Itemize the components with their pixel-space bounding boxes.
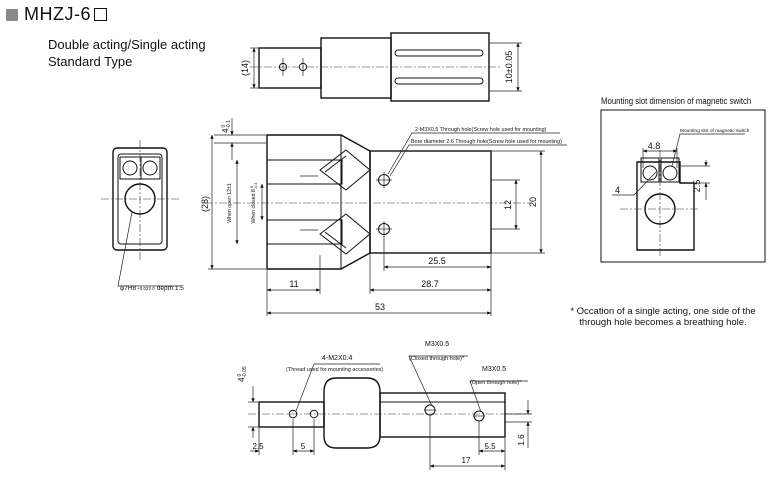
slot-dim-4: 4 — [615, 185, 620, 195]
thread-callout: 4-M2X0.4 — [322, 355, 352, 362]
bottom-dim-2-5: 2.5 — [252, 442, 264, 451]
front-dim-20: 20 — [528, 197, 538, 207]
front-dim-12: 12 — [503, 200, 513, 210]
top-view: (14) 10±0.05 — [240, 32, 522, 102]
note-line-2: through hole becomes a breathing hole. — [579, 317, 747, 328]
page-title: MHZJ-6 — [6, 4, 107, 25]
front-dim-25-5: 25.5 — [428, 256, 446, 266]
front-view-body — [369, 150, 492, 254]
bottom-view-body — [379, 392, 506, 438]
when-closed-label: When closed 80-0.4 — [250, 183, 258, 224]
bore-leader — [117, 211, 133, 287]
side-view-small-circle-left — [122, 160, 138, 176]
callout-leader-1 — [387, 132, 560, 175]
thread-hole-2 — [309, 409, 319, 419]
finger-upper — [266, 159, 343, 185]
open-note: (Open through hole)* — [470, 380, 522, 386]
bottom-dim-5: 5 — [301, 442, 306, 451]
bottom-dim-1-6: 1.6 — [517, 434, 526, 446]
m3-closed: M3X0.5 — [425, 341, 449, 348]
front-dim-28-7: 28.7 — [421, 279, 439, 289]
mounting-slot-title: Mounting slot dimension of magnetic swit… — [601, 96, 752, 107]
callout-2: Bore diameter 2.6 Through hole(Screw hol… — [411, 139, 562, 145]
slot-dim-4-8: 4.8 — [648, 141, 661, 151]
bottom-dim-17: 17 — [462, 456, 471, 465]
slot-body — [636, 161, 695, 251]
top-view-slot-upper — [394, 49, 484, 57]
slot-circle-right — [662, 165, 678, 181]
callout-leader-2 — [389, 144, 567, 177]
thread-hole-1 — [288, 409, 298, 419]
closed-leader — [408, 355, 468, 407]
side-view-small-circle-right — [142, 160, 158, 176]
m3-open: M3X0.5 — [482, 366, 506, 373]
top-view-slot-lower — [394, 77, 484, 85]
bottom-view: 40-0.05 4-M2X0.4 (Thread used for mounti… — [237, 341, 532, 470]
thread-note: (Thread used for mounting accessories) — [286, 367, 383, 373]
subtitle-line-2: Standard Type — [48, 54, 133, 69]
slot-inner-leader — [671, 133, 745, 167]
slot-channel-right — [660, 157, 680, 183]
mounting-slot-panel: 4.8 4 2.5 Mounting slot of magnetic swit… — [600, 109, 766, 263]
mounting-slot-frame — [600, 109, 766, 263]
when-open-label: When open 12±1 — [227, 183, 233, 223]
bottom-dim-4: 40-0.05 — [237, 366, 248, 382]
slot-inner-label: Mounting slot of magnetic switch — [680, 128, 750, 134]
front-dim-28: (28) — [200, 196, 210, 212]
side-view-slot-right — [140, 156, 161, 180]
bottom-view-collar — [323, 377, 381, 449]
front-view-head — [266, 134, 371, 270]
slot-dim-2-5: 2.5 — [692, 180, 702, 193]
variant-box-icon — [94, 8, 107, 21]
open-leader — [469, 380, 528, 413]
top-view-jaw — [258, 47, 322, 89]
front-dim-4: 40-0.1 — [221, 120, 232, 133]
dim-14: (14) — [240, 60, 250, 76]
bullet-square-icon — [6, 8, 18, 21]
note-line-1: * Occation of a single acting, one side … — [570, 306, 756, 317]
slot-circle-left — [642, 165, 658, 181]
single-acting-note: * Occation of a single acting, one side … — [552, 306, 774, 328]
finger-lower — [266, 219, 343, 245]
slot-channel-left — [640, 157, 660, 183]
slot-dim-4-leader — [612, 171, 657, 196]
wedge-lower — [319, 213, 371, 255]
dim-10: 10±0.05 — [504, 51, 514, 83]
front-dim-11: 11 — [289, 279, 298, 289]
closed-note: (Closed through hole)* — [409, 356, 465, 362]
model-name: MHZJ-6 — [24, 4, 91, 24]
callout-1: 2-M3X0.5 Through hole(Screw hole used fo… — [415, 127, 547, 133]
front-dim-53: 53 — [375, 302, 385, 312]
subtitle-line-1: Double acting/Single acting — [48, 37, 206, 52]
top-view-collar — [320, 37, 392, 99]
bottom-dim-5-5: 5.5 — [484, 442, 496, 451]
thread-leader — [295, 363, 380, 412]
wedge-upper — [319, 149, 371, 191]
front-view: 40-0.1 (28) When open 12±1 When closed 8… — [200, 118, 567, 316]
